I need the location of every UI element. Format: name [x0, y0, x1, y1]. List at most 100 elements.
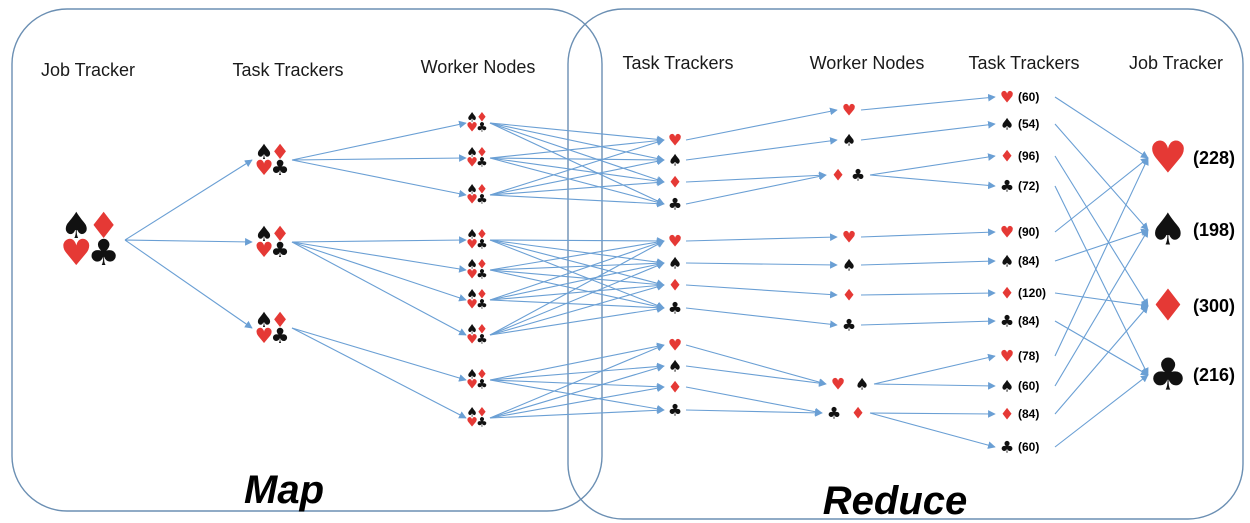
- flow-arrow: [489, 379, 665, 391]
- flow-arrow: [489, 342, 665, 381]
- reduce-task-tracker-diamond-2: ♦: [668, 276, 682, 295]
- final-total: (198): [1193, 220, 1235, 240]
- spade-icon: ♠: [842, 256, 856, 275]
- heart-icon: ♥: [466, 415, 478, 430]
- final-total: (216): [1193, 365, 1235, 385]
- flow-arrow: [124, 238, 253, 246]
- flow-arrow: [489, 157, 665, 185]
- heart-icon: ♥: [466, 120, 478, 135]
- flow-arrow: [860, 228, 996, 238]
- spade-icon: ♠: [466, 288, 478, 303]
- diamond-icon: ♦: [851, 404, 865, 423]
- counted-heart-icon-5: ♥: [1000, 223, 1014, 242]
- flow-arrow: [489, 239, 665, 301]
- flow-arrow: [124, 159, 253, 241]
- final-club-icon: ♣: [1148, 350, 1187, 401]
- reduce-task-tracker-spade-2: ♠: [668, 254, 682, 273]
- flow-arrow: [291, 241, 467, 273]
- flow-arrow: [489, 299, 665, 312]
- reduce-task-tracker-club-2: ♣: [668, 299, 682, 318]
- club-icon: ♣: [851, 166, 865, 185]
- club-icon: ♣: [668, 401, 682, 420]
- diamond-icon: ♦: [271, 140, 290, 164]
- worker-node-cards-8: ♠♦♥♣: [466, 368, 488, 393]
- counted-spade-icon-10: ♠: [1000, 377, 1014, 396]
- reduce-task-tracker-spade-1: ♠: [668, 151, 682, 170]
- worker-node-cards-5: ♠♦♥♣: [466, 258, 488, 283]
- partial-count: (60): [1018, 440, 1039, 454]
- map-job-tracker-header: Job Tracker: [41, 60, 135, 80]
- reduce-task-tracker-heart-3: ♥: [668, 336, 682, 355]
- reduce-worker-node-spade-h: ♠: [855, 375, 869, 394]
- heart-icon: ♥: [466, 155, 478, 170]
- club-icon: ♣: [1148, 350, 1187, 401]
- reduce-second-task-trackers-header: Task Trackers: [968, 53, 1079, 73]
- spade-icon: ♠: [1000, 252, 1014, 271]
- counted-club-icon-4: ♣: [1000, 177, 1014, 196]
- flow-arrow: [291, 120, 467, 161]
- flow-arrow: [489, 138, 665, 196]
- worker-node-cards-9: ♠♦♥♣: [466, 406, 488, 431]
- reduce-task-tracker-club-1: ♣: [668, 195, 682, 214]
- club-icon: ♣: [476, 155, 488, 170]
- reduce-worker-node-heart-h: ♥: [831, 375, 845, 394]
- final-total: (228): [1193, 148, 1235, 168]
- worker-node-cards-7: ♠♦♥♣: [466, 323, 488, 348]
- club-icon: ♣: [476, 120, 488, 135]
- flow-arrow: [291, 327, 467, 419]
- heart-icon: ♥: [255, 324, 274, 348]
- flow-arrow: [685, 233, 838, 242]
- flow-arrow: [1054, 374, 1149, 448]
- diamond-icon: ♦: [831, 166, 845, 185]
- heart-icon: ♥: [1148, 133, 1187, 184]
- club-icon: ♣: [1000, 438, 1014, 457]
- club-icon: ♣: [668, 299, 682, 318]
- flow-arrow: [489, 156, 665, 164]
- counted-diamond-icon-3: ♦: [1000, 147, 1014, 166]
- spade-icon: ♠: [668, 357, 682, 376]
- club-icon: ♣: [1000, 312, 1014, 331]
- spade-icon: ♠: [1000, 377, 1014, 396]
- reduce-worker-node-diamond-i: ♦: [851, 404, 865, 423]
- reduce-worker-node-club-c: ♣: [851, 166, 865, 185]
- spade-icon: ♠: [466, 323, 478, 338]
- flow-arrow: [1054, 96, 1149, 159]
- partial-count: (96): [1018, 149, 1039, 163]
- spade-icon: ♠: [60, 206, 92, 247]
- club-icon: ♣: [476, 192, 488, 207]
- reduce-worker-node-heart-a: ♥: [842, 101, 856, 120]
- flow-arrow: [489, 194, 665, 208]
- club-icon: ♣: [827, 404, 841, 423]
- flow-arrow: [489, 237, 665, 245]
- flow-arrow: [860, 93, 996, 111]
- flow-arrow: [291, 159, 467, 198]
- reduce-panel: [567, 8, 1244, 520]
- diamond-icon: ♦: [668, 378, 682, 397]
- map-panel: [11, 8, 603, 512]
- flow-arrow: [291, 154, 467, 162]
- flow-arrow: [1054, 292, 1149, 309]
- flow-arrow: [489, 269, 665, 289]
- club-icon: ♣: [88, 233, 120, 274]
- counted-club-icon-8: ♣: [1000, 312, 1014, 331]
- reduce-worker-node-spade-b: ♠: [842, 131, 856, 150]
- flow-arrow: [489, 406, 665, 419]
- reduce-phase-label: Reduce: [823, 479, 968, 523]
- flow-arrow: [489, 379, 665, 413]
- heart-icon: ♥: [255, 238, 274, 262]
- flow-arrow: [685, 408, 823, 417]
- club-icon: ♣: [476, 415, 488, 430]
- reduce-task-tracker-diamond-3: ♦: [668, 378, 682, 397]
- reduce-worker-node-club-g: ♣: [842, 316, 856, 335]
- heart-icon: ♥: [1000, 223, 1014, 242]
- spade-icon: ♠: [1000, 115, 1014, 134]
- flow-arrow: [873, 382, 996, 390]
- diamond-icon: ♦: [476, 146, 488, 161]
- spade-icon: ♠: [466, 146, 478, 161]
- flow-arrow: [489, 259, 665, 271]
- flow-arrow: [489, 178, 665, 196]
- diamond-icon: ♦: [1000, 284, 1014, 303]
- flow-arrow: [489, 239, 665, 310]
- flow-arrow: [489, 260, 665, 301]
